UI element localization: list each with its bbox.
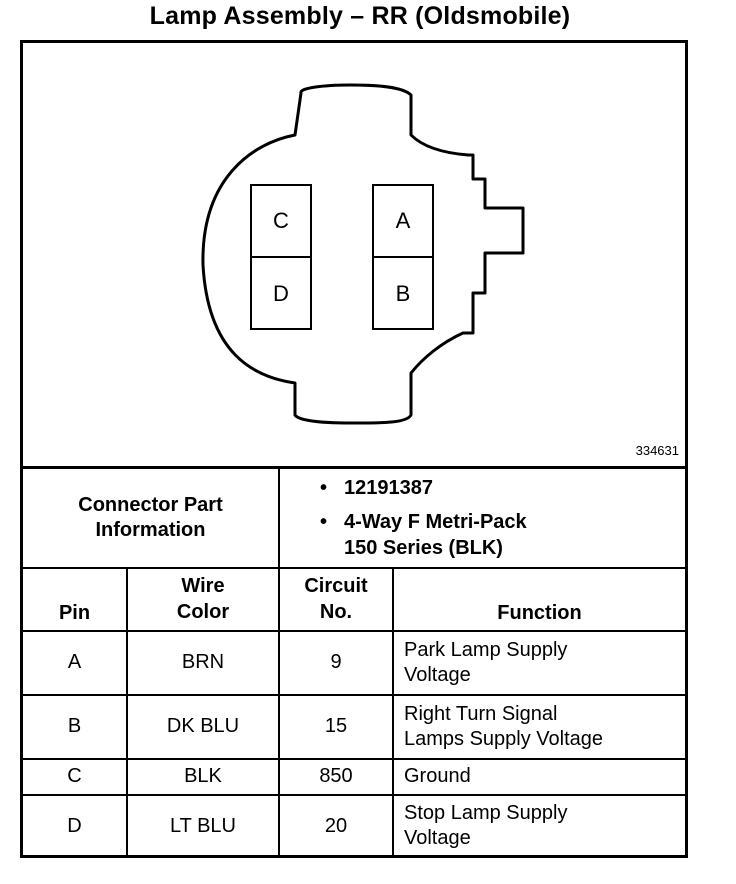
table-row: C BLK 850 Ground xyxy=(23,757,685,796)
header-function: Function xyxy=(392,566,685,632)
circuit-cell: 15 xyxy=(278,693,394,760)
bullet-glyph: • xyxy=(320,476,328,499)
header-wire-color-line1: Wire xyxy=(181,575,225,597)
part-number-item: • 12191387 xyxy=(320,475,685,501)
function-line2: Voltage xyxy=(404,827,471,849)
wire-color-cell: BRN xyxy=(126,629,280,696)
connector-info-label-line2: Information xyxy=(95,518,206,541)
function-line2: Voltage xyxy=(404,663,471,686)
function-cell: Ground xyxy=(392,757,685,796)
circuit-cell: 20 xyxy=(278,793,394,857)
connector-pinout-table: Connector Part Information • 12191387 • 4-… xyxy=(23,466,685,857)
cavity-label-d: D xyxy=(273,281,289,306)
function-line2: Lamps Supply Voltage xyxy=(404,727,604,750)
connector-info-label: Connector Part Information xyxy=(23,466,280,569)
function-line1: Right Turn Signal xyxy=(404,702,558,725)
function-cell: Park Lamp Supply Voltage xyxy=(392,629,685,696)
cavity-label-a: A xyxy=(396,208,411,233)
connector-housing-outline xyxy=(201,83,525,425)
connector-description-item: • 4-Way F Metri-Pack xyxy=(320,509,685,535)
connector-sheet: C D A B 334631 Connector Part Informatio… xyxy=(20,40,688,858)
wire-color-cell: LT BLU xyxy=(126,793,280,857)
table-header-row: Pin Wire Color Circuit No. Function xyxy=(23,566,685,632)
cavity-label-c: C xyxy=(273,208,289,233)
table-row: B DK BLU 15 Right Turn Signal Lamps Supp… xyxy=(23,693,685,760)
header-circuit-line2: No. xyxy=(319,601,353,623)
pin-cell: D xyxy=(23,793,128,857)
connector-info-details: • 12191387 • 4-Way F Metri-Pack 150 Series… xyxy=(278,466,685,569)
function-cell: Right Turn Signal Lamps Supply Voltage xyxy=(392,693,685,760)
connector-description-line2: 150 Series (BLK) xyxy=(344,536,503,559)
cavity-label-b: B xyxy=(396,281,411,306)
part-number: 12191387 xyxy=(344,476,433,499)
cavity-d xyxy=(250,256,312,330)
function-line1: Ground xyxy=(404,765,471,787)
function-cell: Stop Lamp Supply Voltage xyxy=(392,793,685,857)
wire-color-cell: DK BLU xyxy=(126,693,280,760)
table-row: A BRN 9 Park Lamp Supply Voltage xyxy=(23,629,685,696)
connector-description-line1: 4-Way F Metri-Pack xyxy=(344,510,527,533)
wire-color-cell: BLK xyxy=(126,757,280,796)
pin-cell: A xyxy=(23,629,128,696)
header-pin: Pin xyxy=(23,566,128,632)
figure-reference-number: 334631 xyxy=(635,443,679,458)
header-wire-color-line2: Color xyxy=(176,601,230,623)
page-title: Lamp Assembly – RR (Oldsmobile) xyxy=(149,2,571,30)
connector-info-row: Connector Part Information • 12191387 • 4-… xyxy=(23,466,685,569)
connector-face-diagram: C D A B xyxy=(201,83,525,425)
table-row: D LT BLU 20 Stop Lamp Supply Voltage xyxy=(23,793,685,857)
bullet-glyph: • xyxy=(320,510,328,533)
header-circuit-line1: Circuit xyxy=(304,575,368,597)
header-wire-color: Wire Color xyxy=(126,566,280,632)
pin-cell: C xyxy=(23,757,128,796)
cavity-b xyxy=(372,256,434,330)
function-line1: Stop Lamp Supply xyxy=(404,802,568,824)
pin-cell: B xyxy=(23,693,128,760)
connector-info-label-line1: Connector Part xyxy=(78,493,223,516)
function-line1: Park Lamp Supply xyxy=(404,638,568,661)
header-circuit-no: Circuit No. xyxy=(278,566,394,632)
circuit-cell: 850 xyxy=(278,757,394,796)
circuit-cell: 9 xyxy=(278,629,394,696)
